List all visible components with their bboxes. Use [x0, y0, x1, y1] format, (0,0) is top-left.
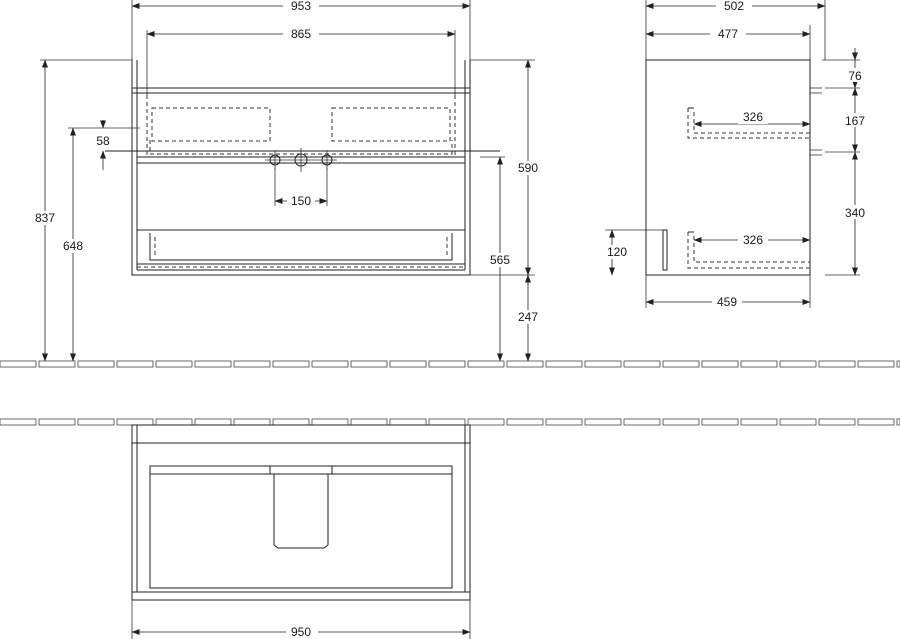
floor-tile	[272, 418, 310, 426]
dim-front-upper-height: 590	[518, 161, 538, 175]
dim-front-top-height: 648	[63, 239, 83, 253]
dim-front-overall-width: 953	[291, 0, 311, 13]
dim-plan-overall-width: 950	[291, 625, 311, 639]
floor-tile	[545, 418, 583, 426]
dim-side-overall-depth: 502	[724, 0, 744, 13]
dim-floor-clearance: 247	[518, 310, 538, 324]
floor-tile	[311, 418, 349, 426]
floor-tile	[584, 360, 622, 368]
front-view: 953 865	[32, 0, 541, 362]
floor-tile	[428, 360, 466, 368]
floor-tile	[701, 360, 739, 368]
dim-side-lower-drawer: 326	[743, 233, 763, 247]
floor-tile	[896, 418, 900, 426]
floor-tile	[389, 418, 427, 426]
floor-tile	[506, 360, 544, 368]
floor-line-upper	[0, 360, 900, 368]
floor-tile	[272, 360, 310, 368]
floor-tile	[389, 360, 427, 368]
floor-tile	[662, 418, 700, 426]
floor-tile	[779, 360, 817, 368]
floor-tile	[155, 360, 193, 368]
floor-tile	[896, 360, 900, 368]
floor-tile	[623, 360, 661, 368]
floor-tile	[116, 360, 154, 368]
floor-tile	[818, 418, 856, 426]
dim-side-lower-height: 340	[845, 206, 865, 220]
floor-tile	[233, 360, 271, 368]
floor-tile	[857, 360, 895, 368]
floor-tile	[857, 418, 895, 426]
floor-tile	[77, 360, 115, 368]
floor-tile	[584, 418, 622, 426]
floor-tile	[0, 418, 37, 426]
dim-front-inner-width: 865	[291, 27, 311, 41]
floor-tile	[818, 360, 856, 368]
plan-view: 950	[131, 424, 471, 639]
dim-tap-spacing: 150	[291, 194, 311, 208]
floor-tile	[545, 360, 583, 368]
floor-tile	[350, 360, 388, 368]
floor-tile	[740, 360, 778, 368]
floor-tile	[506, 418, 544, 426]
wall-line-lower	[0, 418, 900, 426]
dim-front-overall-height: 837	[35, 211, 55, 225]
floor-tile	[77, 418, 115, 426]
floor-tile	[38, 418, 76, 426]
floor-tile	[38, 360, 76, 368]
floor-tile	[779, 418, 817, 426]
dim-side-bottom-depth: 459	[717, 295, 737, 309]
dim-side-inner-depth: 477	[718, 27, 738, 41]
floor-tile	[233, 418, 271, 426]
floor-tile	[350, 418, 388, 426]
floor-tile	[467, 418, 505, 426]
floor-tile	[0, 360, 37, 368]
dim-basin-depth: 58	[96, 134, 110, 148]
floor-tile	[662, 360, 700, 368]
floor-tile	[116, 418, 154, 426]
dim-side-middle-gap: 167	[845, 114, 865, 128]
floor-tile	[194, 360, 232, 368]
side-view: 502 477 326 326 120 45	[604, 0, 870, 309]
floor-tile	[428, 418, 466, 426]
dim-front-lower-height: 565	[490, 253, 510, 267]
floor-tile	[740, 418, 778, 426]
floor-tile	[623, 418, 661, 426]
floor-tile	[701, 418, 739, 426]
floor-tile	[311, 360, 349, 368]
tap-fittings	[265, 148, 337, 172]
floor-tile	[194, 418, 232, 426]
dim-side-top-offset: 76	[848, 69, 862, 83]
floor-tile	[467, 360, 505, 368]
dim-side-upper-drawer: 326	[743, 110, 763, 124]
floor-tile	[155, 418, 193, 426]
dim-side-plinth: 120	[607, 245, 627, 259]
